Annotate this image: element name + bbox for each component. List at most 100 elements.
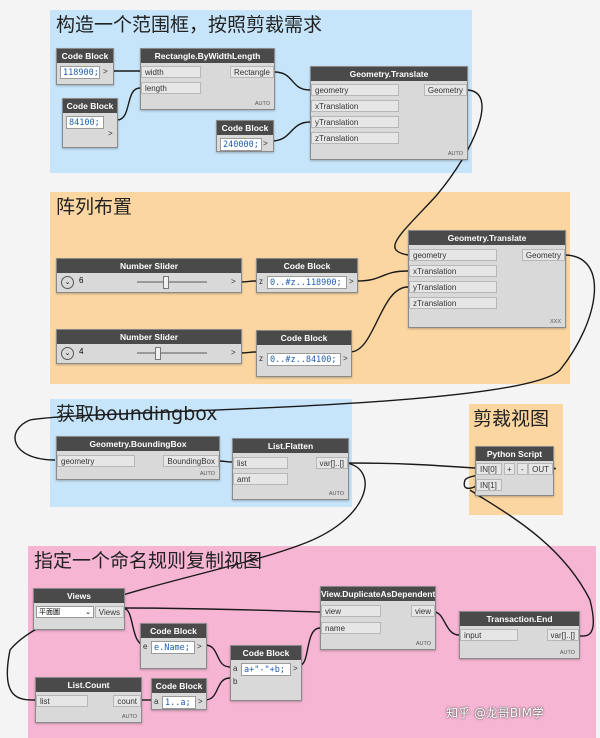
code-input[interactable]: 84100;: [66, 116, 104, 129]
input-port-ytranslation[interactable]: yTranslation: [409, 281, 497, 293]
input-port-ztranslation[interactable]: zTranslation: [311, 132, 399, 144]
output-port-geometry[interactable]: Geometry: [521, 249, 565, 261]
add-input-button[interactable]: +: [504, 463, 515, 475]
input-port-view[interactable]: view: [321, 605, 381, 617]
input-port-in1[interactable]: IN[1]: [476, 479, 502, 491]
expand-chevron-icon[interactable]: ⌄: [61, 276, 74, 289]
views-dropdown[interactable]: 平面圖 ⌄: [36, 606, 94, 618]
chevron-down-icon: ⌄: [85, 609, 91, 616]
code-block-node[interactable]: Code Block z 0..#z..118900; >: [256, 258, 358, 293]
lacing-badge: AUTO: [199, 471, 215, 477]
output-port-var[interactable]: var[]..[]: [315, 457, 348, 469]
code-input[interactable]: 0..#z..84100;: [267, 353, 341, 366]
slider-thumb[interactable]: [163, 276, 169, 289]
transaction-end-node[interactable]: Transaction.End input var[]..[] AUTO: [459, 611, 580, 659]
input-port-e[interactable]: e: [143, 642, 148, 651]
output-port-views[interactable]: Views: [94, 606, 124, 618]
geometry-boundingbox-node[interactable]: Geometry.BoundingBox geometry BoundingBo…: [56, 436, 220, 480]
input-port-xtranslation[interactable]: xTranslation: [409, 265, 497, 277]
output-port[interactable]: >: [197, 642, 202, 651]
output-port[interactable]: >: [349, 277, 354, 286]
input-port-length[interactable]: length: [141, 82, 201, 94]
lacing-badge: AUTO: [328, 491, 344, 497]
number-slider-node[interactable]: Number Slider ⌄ 6 >: [56, 258, 242, 293]
view-duplicate-as-dependent-node[interactable]: View.DuplicateAsDependent view name view…: [320, 586, 436, 650]
output-port-out[interactable]: OUT: [528, 463, 553, 475]
geometry-translate-node[interactable]: Geometry.Translate geometry xTranslation…: [310, 66, 468, 160]
output-port[interactable]: >: [263, 139, 268, 148]
node-title: Code Block: [152, 679, 206, 693]
output-port[interactable]: >: [231, 348, 236, 357]
code-block-node[interactable]: Code Block e e.Name; >: [140, 623, 207, 669]
node-title: Code Block: [231, 646, 301, 660]
input-port-name[interactable]: name: [321, 622, 381, 634]
input-port-input[interactable]: input: [460, 629, 518, 641]
slider-value: 6: [79, 276, 84, 285]
lacing-badge: AUTO: [254, 101, 270, 107]
input-port-in0[interactable]: IN[0]: [476, 463, 502, 475]
code-input[interactable]: 240000;: [220, 138, 262, 151]
node-title: Code Block: [217, 121, 273, 135]
node-title: Geometry.Translate: [409, 231, 565, 245]
input-port-z[interactable]: z: [259, 354, 263, 363]
node-title: Number Slider: [57, 330, 241, 344]
input-port-list[interactable]: list: [36, 695, 88, 707]
input-port-ztranslation[interactable]: zTranslation: [409, 297, 497, 309]
input-port-a[interactable]: a: [154, 697, 159, 706]
number-slider-node[interactable]: Number Slider ⌄ 4 >: [56, 329, 242, 364]
input-port-list[interactable]: list: [233, 457, 288, 469]
python-script-node[interactable]: Python Script IN[0] + - OUT IN[1]: [475, 446, 554, 496]
lacing-badge: AUTO: [559, 650, 575, 656]
input-port-width[interactable]: width: [141, 66, 201, 78]
node-title: Number Slider: [57, 259, 241, 273]
output-port-rectangle[interactable]: Rectangle: [229, 66, 274, 78]
input-port-amt[interactable]: amt: [233, 473, 288, 485]
code-input[interactable]: 0..#z..118900;: [267, 276, 347, 289]
input-port-geometry[interactable]: geometry: [57, 455, 135, 467]
group-title: 获取boundingbox: [56, 403, 218, 425]
code-block-node[interactable]: Code Block a b a+"-"+b; >: [230, 645, 302, 701]
input-port-b[interactable]: b: [233, 677, 238, 686]
output-port[interactable]: >: [231, 277, 236, 286]
code-block-node[interactable]: Code Block 118900; >: [56, 48, 114, 85]
slider-thumb[interactable]: [155, 347, 161, 360]
rectangle-by-width-length-node[interactable]: Rectangle.ByWidthLength width length Rec…: [140, 48, 275, 110]
output-port[interactable]: >: [293, 664, 298, 673]
output-port-var[interactable]: var[]..[]: [546, 629, 579, 641]
views-node[interactable]: Views 平面圖 ⌄ Views: [33, 588, 125, 630]
output-port[interactable]: >: [108, 129, 113, 138]
input-port-xtranslation[interactable]: xTranslation: [311, 100, 399, 112]
watermark: 知乎 @龙哥BIM学: [446, 706, 544, 720]
input-port-geometry[interactable]: geometry: [409, 249, 497, 261]
output-port[interactable]: >: [198, 697, 203, 706]
code-block-node[interactable]: Code Block z 0..#z..84100; >: [256, 330, 352, 377]
node-title: Code Block: [257, 331, 351, 345]
code-block-node[interactable]: Code Block 240000; >: [216, 120, 274, 152]
output-port-view[interactable]: view: [410, 605, 435, 617]
node-title: Code Block: [141, 624, 206, 638]
node-title: Transaction.End: [460, 612, 579, 626]
input-port-a[interactable]: a: [233, 664, 238, 673]
output-port[interactable]: >: [343, 354, 348, 363]
code-block-node[interactable]: Code Block 84100; >: [62, 98, 118, 148]
expand-chevron-icon[interactable]: ⌄: [61, 347, 74, 360]
input-port-ytranslation[interactable]: yTranslation: [311, 116, 399, 128]
code-input[interactable]: 118900;: [60, 66, 100, 79]
slider-track[interactable]: [137, 352, 207, 354]
remove-input-button[interactable]: -: [517, 463, 528, 475]
slider-track[interactable]: [137, 281, 207, 283]
output-port-geometry[interactable]: Geometry: [423, 84, 467, 96]
code-input[interactable]: a+"-"+b;: [241, 663, 291, 676]
output-port-boundingbox[interactable]: BoundingBox: [163, 455, 219, 467]
list-flatten-node[interactable]: List.Flatten list amt var[]..[] AUTO: [232, 438, 349, 500]
code-input[interactable]: e.Name;: [151, 641, 195, 654]
geometry-translate-node[interactable]: Geometry.Translate geometry xTranslation…: [408, 230, 566, 328]
input-port-z[interactable]: z: [259, 277, 263, 286]
output-port[interactable]: >: [103, 67, 108, 76]
code-input[interactable]: 1..a;: [162, 696, 196, 709]
code-block-node[interactable]: Code Block a 1..a; >: [151, 678, 207, 710]
input-port-geometry[interactable]: geometry: [311, 84, 399, 96]
list-count-node[interactable]: List.Count list count AUTO: [35, 677, 142, 723]
node-title: List.Flatten: [233, 439, 348, 453]
output-port-count[interactable]: count: [113, 695, 141, 707]
